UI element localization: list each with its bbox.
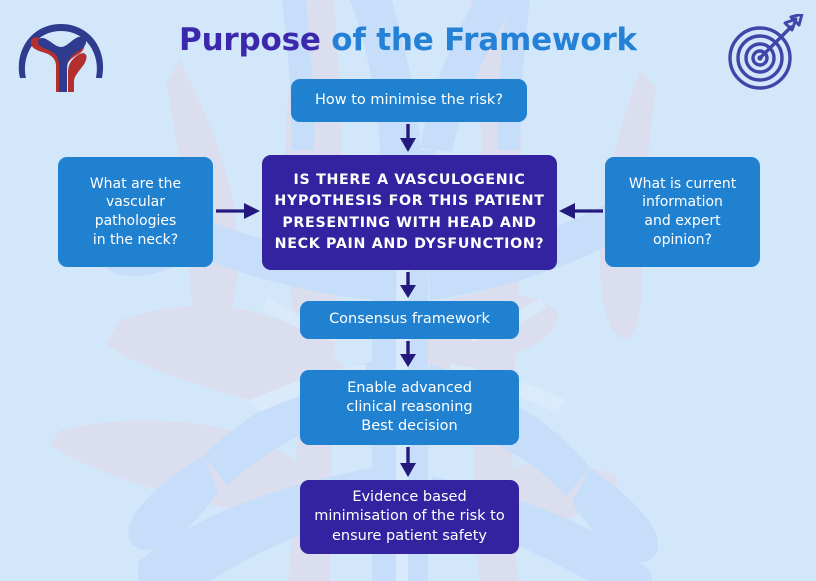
flow-node-evidence-based-label: Evidence based minimisation of the risk … <box>314 489 505 544</box>
flow-node-enable-reasoning-label: Enable advanced clinical reasoning Best … <box>346 379 473 435</box>
page-title-part-2: of the Framework <box>320 22 637 58</box>
vascular-artery-logo <box>18 24 104 92</box>
arrow-left-information-to-central <box>559 203 603 219</box>
arrow-down-central-to-consensus <box>400 272 416 298</box>
flow-node-current-information-label: What is current information and expert o… <box>628 175 737 248</box>
target-ring-3 <box>736 34 784 82</box>
flow-node-consensus-framework-label: Consensus framework <box>329 311 490 328</box>
target-dartboard-icon <box>728 14 804 90</box>
flow-node-vascular-pathologies[interactable]: What are the vascular pathologies in the… <box>58 157 213 267</box>
flow-node-central-question[interactable]: IS THERE A VASCULOGENIC HYPOTHESIS FOR T… <box>262 155 557 270</box>
flow-node-current-information[interactable]: What is current information and expert o… <box>605 157 760 267</box>
arrow-shaft <box>758 25 793 60</box>
arrow-down-enable-to-evidence <box>400 447 416 477</box>
flow-node-central-question-label: IS THERE A VASCULOGENIC HYPOTHESIS FOR T… <box>274 171 545 252</box>
logo-vessel-blue <box>38 36 86 92</box>
arrow-fletching-b <box>789 14 804 27</box>
target-ring-1 <box>751 49 769 67</box>
flow-node-how-to-minimise-label: How to minimise the risk? <box>314 91 504 108</box>
flow-node-vascular-pathologies-label: What are the vascular pathologies in the… <box>89 175 182 248</box>
flow-node-consensus-framework[interactable]: Consensus framework <box>300 301 519 339</box>
flow-node-enable-reasoning[interactable]: Enable advanced clinical reasoning Best … <box>300 370 519 445</box>
arrow-down-how-to-central <box>400 124 416 152</box>
arrow-down-consensus-to-enable <box>400 341 416 367</box>
page-title: Purpose of the Framework <box>0 22 816 58</box>
target-ring-2 <box>744 42 776 74</box>
arrow-fletching-a <box>783 17 798 32</box>
page-title-part-1: Purpose <box>179 22 321 58</box>
logo-vessel-red-branch <box>68 53 87 92</box>
target-ring-outer <box>728 26 792 90</box>
flow-node-evidence-based[interactable]: Evidence based minimisation of the risk … <box>300 480 519 554</box>
flow-node-how-to-minimise[interactable]: How to minimise the risk? <box>291 79 527 122</box>
arrow-right-pathologies-to-central <box>216 203 260 219</box>
